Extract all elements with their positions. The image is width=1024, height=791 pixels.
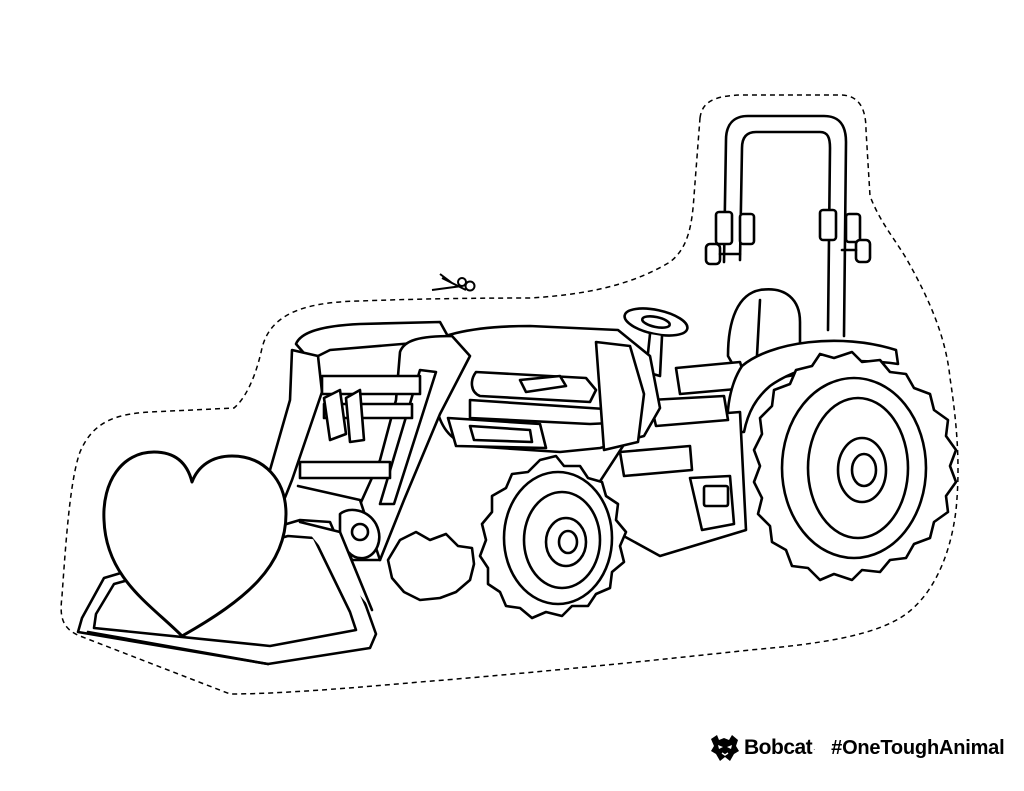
scissors-icon	[431, 273, 476, 292]
rollover-bar	[704, 114, 872, 338]
heart-icon	[102, 450, 288, 638]
bobcat-logo-icon	[708, 731, 742, 765]
brand-name: Bobcat	[744, 736, 813, 759]
cut-line	[60, 94, 959, 695]
front-wheel-near	[478, 454, 628, 620]
brand-lockup: Bobcat . #OneToughAnimal	[708, 728, 1005, 768]
chassis	[578, 394, 748, 558]
hood	[418, 324, 662, 454]
tractor	[76, 114, 958, 666]
brand-registered-mark: .	[813, 744, 816, 752]
rear-wheel	[752, 350, 958, 582]
brand-hashtag: #OneToughAnimal	[831, 736, 1005, 759]
front-wheel-far	[386, 530, 476, 602]
